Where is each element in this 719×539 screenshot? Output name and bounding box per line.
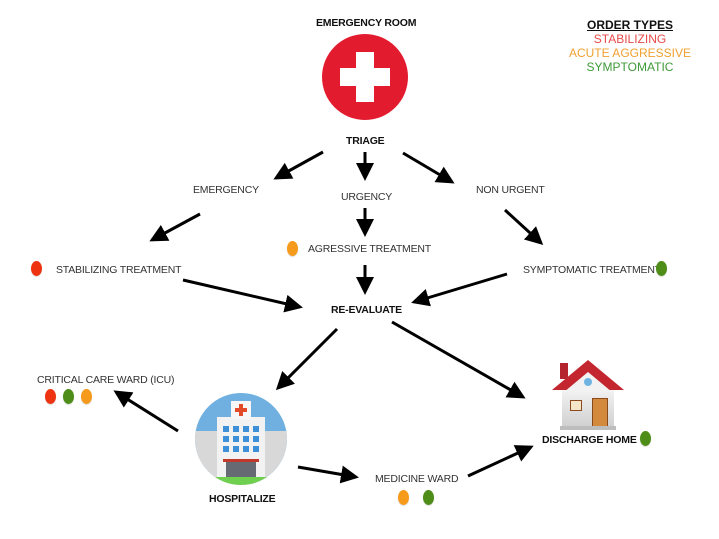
- icu-aggressive-dot: [81, 389, 92, 404]
- title-emergency-room: EMERGENCY ROOM: [316, 17, 417, 29]
- node-urgency: URGENCY: [341, 191, 393, 203]
- aggressive-order-dot: [287, 241, 298, 256]
- arrow-stabilizing-reevaluate: [182, 278, 303, 313]
- arrow-triage-non-urgent: [402, 151, 455, 184]
- medicine-aggressive-dot: [398, 490, 409, 505]
- arrow-reevaluate-hospitalize: [275, 327, 339, 391]
- node-re-evaluate: RE-EVALUATE: [331, 304, 402, 316]
- node-aggressive-treatment: AGRESSIVE TREATMENT: [308, 243, 431, 255]
- node-symptomatic-treatment: SYMPTOMATIC TREATMENT: [523, 264, 661, 276]
- medicine-symptomatic-dot: [423, 490, 434, 505]
- node-medicine-ward: MEDICINE WARD: [375, 473, 459, 485]
- icu-stabilizing-dot: [45, 389, 56, 404]
- legend-item-acute-aggressive: ACUTE AGGRESSIVE: [568, 46, 692, 60]
- node-triage: TRIAGE: [346, 135, 385, 147]
- arrow-medicine-discharge: [467, 445, 534, 478]
- node-critical-care-ward: CRITICAL CARE WARD (ICU): [37, 374, 175, 386]
- house-icon: [548, 360, 628, 432]
- hospital-icon: [195, 393, 287, 485]
- emergency-cross-icon: [322, 34, 408, 120]
- symptomatic-order-dot: [656, 261, 667, 276]
- discharge-symptomatic-dot: [640, 431, 651, 446]
- arrow-symptomatic-reevaluate: [411, 272, 508, 307]
- arrow-emergency-stabilizing: [149, 212, 201, 242]
- stabilizing-order-dot: [31, 261, 42, 276]
- node-non-urgent: NON URGENT: [476, 184, 545, 196]
- legend-item-stabilizing: STABILIZING: [593, 32, 667, 46]
- icu-symptomatic-dot: [63, 389, 74, 404]
- legend-item-symptomatic: SYMPTOMATIC: [586, 60, 674, 74]
- node-emergency: EMERGENCY: [193, 184, 259, 196]
- arrow-triage-emergency: [273, 150, 324, 180]
- arrow-non-urgent-symptomatic: [503, 208, 544, 246]
- order-types-legend: ORDER TYPES STABILIZING ACUTE AGGRESSIVE…: [560, 18, 700, 74]
- node-discharge-home: DISCHARGE HOME: [542, 434, 637, 446]
- legend-title: ORDER TYPES: [586, 18, 673, 32]
- arrow-reevaluate-discharge: [391, 320, 526, 399]
- node-hospitalize: HOSPITALIZE: [209, 493, 276, 505]
- arrow-hospitalize-icu: [113, 390, 179, 433]
- node-stabilizing-treatment: STABILIZING TREATMENT: [56, 264, 182, 276]
- arrow-hospitalize-medicine: [297, 465, 359, 484]
